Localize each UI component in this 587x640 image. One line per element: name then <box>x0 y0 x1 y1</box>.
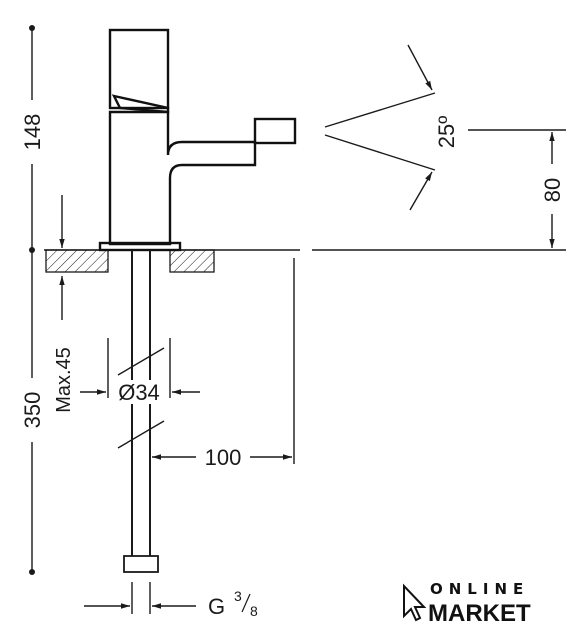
dim-hole-diameter: Ø34 <box>118 380 160 405</box>
cursor-icon <box>403 583 427 622</box>
mixer-main-body <box>108 110 257 246</box>
dim-spout-height: 80 <box>540 178 565 202</box>
thread-connector <box>123 555 159 573</box>
thread-dimension: G 3 8 <box>84 582 258 619</box>
countertop-section <box>44 249 300 273</box>
dim-total-height: 148 <box>20 114 45 151</box>
dim-max-counter: Max.45 <box>53 347 75 413</box>
diameter-dimension: Ø34 <box>80 338 200 405</box>
supply-pipe <box>117 250 165 573</box>
dim-thread-numerator: 3 <box>234 588 242 604</box>
left-dimension-line: 148 350 <box>18 25 46 575</box>
spray-angle-dimension: 25º <box>324 44 459 211</box>
dim-thread-letter: G <box>208 594 225 619</box>
spray-head <box>253 117 297 145</box>
handle-lever-edge <box>111 94 170 114</box>
dim-dot-top <box>29 25 35 31</box>
mixer-handle <box>108 28 170 110</box>
dim-dot-middle <box>29 247 35 253</box>
dim-spray-angle: 25º <box>434 116 459 149</box>
dim-depth: 350 <box>20 392 45 429</box>
logo-line-online: ONLINE <box>430 580 529 598</box>
logo-line-market: MARKET <box>428 600 531 627</box>
online-market-logo: ONLINE MARKET <box>403 580 531 627</box>
spout-height-dimension: 80 <box>312 129 566 251</box>
dim-dot-bottom <box>29 569 35 575</box>
dim-thread-denominator: 8 <box>250 603 258 619</box>
mixer-base-flange <box>98 241 182 252</box>
reach-dimension: 100 <box>152 258 295 470</box>
max-counter-dimension: Max.45 <box>53 195 75 413</box>
dim-reach: 100 <box>205 445 242 470</box>
mixer-body <box>98 28 297 252</box>
